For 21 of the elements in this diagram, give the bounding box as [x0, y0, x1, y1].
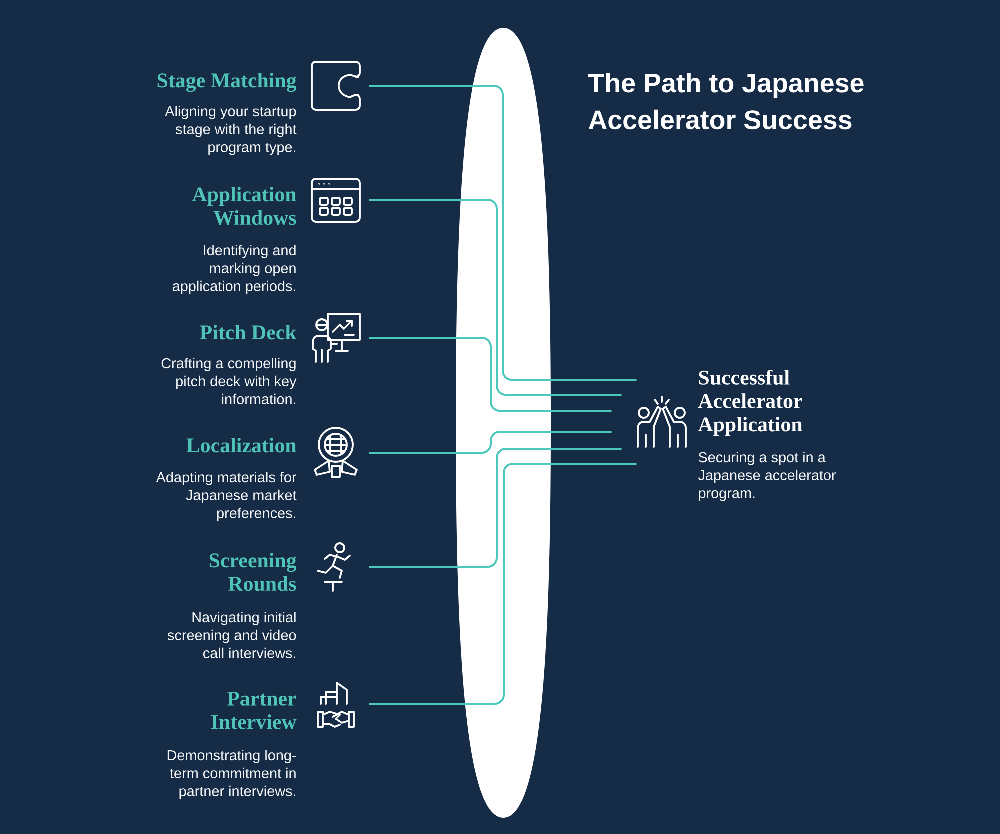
connector-line [369, 431, 612, 454]
heading: Localization [186, 438, 296, 453]
connector-line [369, 85, 637, 381]
title: The Path to Japanese Accelerator Success [588, 73, 864, 130]
heading: Partner Interview [212, 692, 297, 730]
connector-line [369, 199, 622, 396]
description: Navigating initial screening and video call interviews. [168, 612, 296, 658]
connector-line [369, 337, 612, 412]
heading: Application Windows [192, 187, 296, 226]
connector-line [369, 463, 637, 705]
description: Crafting a compelling pitch deck with key information. [162, 358, 297, 404]
description: Identifying and marking open application periods. [172, 245, 296, 294]
heading: Successful Accelerator Application [698, 370, 802, 436]
description: Aligning your startup stage with the right program type. [165, 106, 297, 156]
connector-line [369, 448, 622, 568]
heading: Pitch Deck [200, 325, 297, 340]
heading: Screening Rounds [210, 553, 297, 592]
heading: Stage Matching [158, 73, 297, 92]
description: Demonstrating long-term commitment in partner interviews. [168, 750, 296, 800]
description: Securing a spot in a Japanese accelerator program. [698, 452, 836, 502]
description: Adapting materials for Japanese market preferences. [156, 472, 297, 522]
